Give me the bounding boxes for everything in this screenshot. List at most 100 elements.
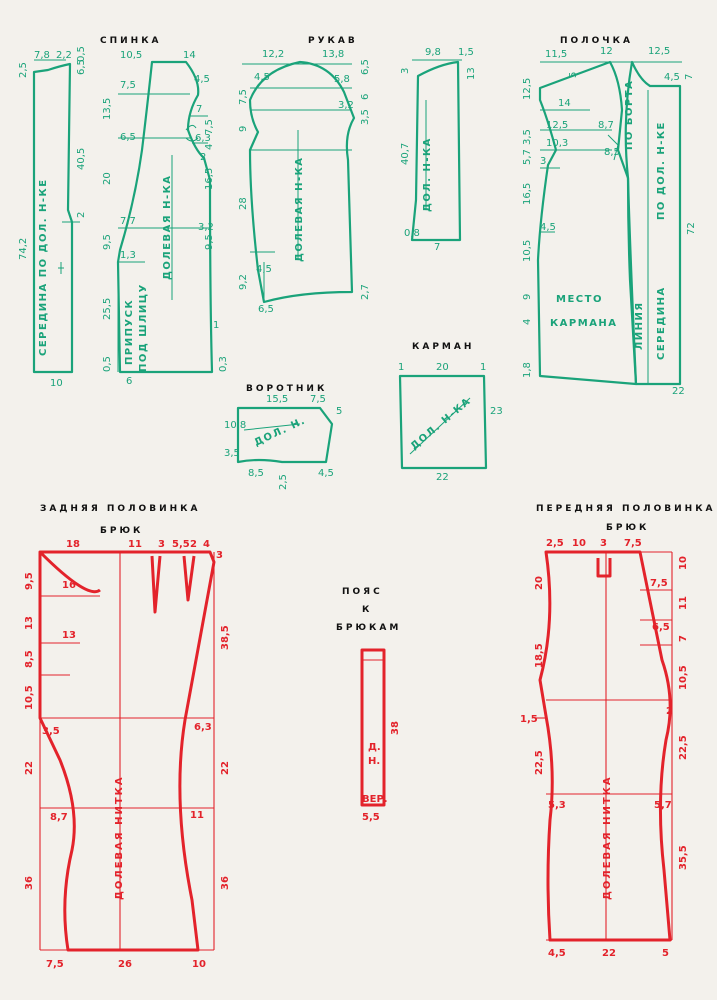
m: 13,8 (322, 49, 344, 60)
m: 2,5 (546, 538, 564, 549)
m: 2 (190, 539, 197, 550)
m: 13 (62, 630, 76, 641)
trousers-front-title: ПЕРЕДНЯЯ ПОЛОВИНКА (536, 504, 716, 514)
m: 11 (190, 810, 204, 821)
back-piece: СПИНКА СЕРЕДИНА ПО ДОЛ. Н-КЕ 7,8 2,2 2,5… (18, 36, 229, 389)
pocket-grain-label: ДОЛ. Н-КА (409, 396, 473, 453)
back-main-panel (116, 60, 214, 374)
sleeve-grain-label: ДОЛЕВАЯ Н-КА (294, 156, 305, 262)
m: 40,7 (400, 143, 411, 165)
m: 14 (183, 50, 196, 61)
m: 15,5 (266, 394, 288, 405)
m: 11,5 (545, 49, 567, 60)
m: 5,8 (334, 74, 350, 85)
m: 12,2 (262, 49, 284, 60)
collar-grain-label: ДОЛ. Н. (253, 415, 308, 448)
collar-title: ВОРОТНИК (246, 384, 327, 394)
m: 10,5 (678, 665, 689, 690)
m: 1 (480, 362, 486, 373)
belt-top-label: ВЕР. (362, 794, 388, 805)
m: 8,5 (604, 147, 620, 158)
m: 6,3 (194, 722, 212, 733)
m: 10 (572, 538, 586, 549)
m: 6,5 (76, 59, 87, 75)
m: 5 (568, 72, 579, 78)
m: 8,7 (50, 812, 68, 823)
m: 10 (50, 378, 63, 389)
m: 4,5 (194, 74, 210, 85)
m: 1,5 (520, 714, 538, 725)
m: 22 (24, 761, 35, 775)
m: 3 (158, 539, 165, 550)
m: 23 (490, 406, 503, 417)
trousers-front-title-2: БРЮК (606, 523, 649, 533)
m: 40,5 (76, 148, 87, 170)
m: 10 (192, 959, 206, 970)
m: 5,7 (654, 800, 672, 811)
m: 6,5 (360, 59, 371, 75)
m: 16,5 (522, 183, 533, 205)
m: 1 (398, 362, 404, 373)
belt-title-3: БРЮКАМ (336, 623, 401, 633)
m: 12,5 (522, 78, 533, 100)
m: 10 (678, 556, 689, 570)
m: 13 (466, 67, 477, 80)
m: 10,3 (546, 138, 568, 149)
front-pocket-label-2: КАРМАНА (550, 318, 618, 329)
m: 7,5 (204, 119, 215, 135)
m: 22 (220, 761, 231, 775)
m: 4 (204, 144, 215, 150)
collar-shape (236, 406, 334, 464)
m: 1,8 (522, 362, 533, 378)
m: 9,5 (102, 234, 113, 250)
trousers-back-outline (38, 550, 216, 952)
m: 25,5 (102, 298, 113, 320)
m: 6,5 (652, 622, 670, 633)
m: 18 (66, 539, 80, 550)
m: 4,5 (318, 468, 334, 479)
trousers-front-grain: ДОЛЕВАЯ НИТКА (602, 775, 613, 900)
pocket-title: КАРМАН (412, 342, 474, 352)
sleeve-under (410, 60, 462, 242)
m: 16 (62, 580, 76, 591)
m: 4,5 (256, 264, 272, 275)
trousers-back-title: ЗАДНЯЯ ПОЛОВИНКА (40, 504, 200, 514)
trousers-front-piece: ПЕРЕДНЯЯ ПОЛОВИНКА БРЮК ДОЛЕВАЯ НИТКА 2,… (520, 504, 716, 959)
m: 3,5 (42, 726, 60, 737)
m: 14 (558, 98, 571, 109)
m: 36 (24, 876, 35, 890)
front-center-label: СЕРЕДИНА (656, 286, 667, 360)
m: 5,5 (362, 812, 380, 823)
m: 8,7 (598, 120, 614, 131)
m: 20 (102, 172, 113, 185)
belt-title-2: К (362, 605, 372, 615)
m: 12 (600, 46, 613, 57)
m: 10,5 (522, 240, 533, 262)
m: 4,5 (254, 72, 270, 83)
m: 9 (522, 294, 533, 300)
m: 6,5 (120, 132, 136, 143)
m: 9,5 (24, 572, 35, 590)
m: 13 (24, 616, 35, 630)
trousers-back-piece: ЗАДНЯЯ ПОЛОВИНКА БРЮК ДОЛЕВАЯ НИТКА 18 1… (24, 504, 231, 970)
m: 16,5 (204, 168, 215, 190)
m: 20 (436, 362, 449, 373)
m: 36 (220, 876, 231, 890)
m: 28 (238, 197, 249, 210)
back-slit-label: ПРИПУСК (124, 299, 135, 365)
m: 3 (540, 156, 546, 167)
m: 0,3 (218, 356, 229, 372)
m: 7 (196, 104, 202, 115)
m: 7,5 (120, 80, 136, 91)
m: 7,8 (34, 50, 50, 61)
m: 13,5 (102, 98, 113, 120)
m: 5,3 (548, 800, 566, 811)
sleeve2-grain-label: ДОЛ. Н-КА (422, 137, 433, 212)
m: 11 (678, 596, 689, 610)
m: 6 (126, 376, 132, 387)
m: 26 (118, 959, 132, 970)
m: 1 (213, 320, 219, 331)
back-grain-label: ДОЛЕВАЯ Н-КА (162, 174, 173, 280)
m: 2,5 (18, 62, 29, 78)
